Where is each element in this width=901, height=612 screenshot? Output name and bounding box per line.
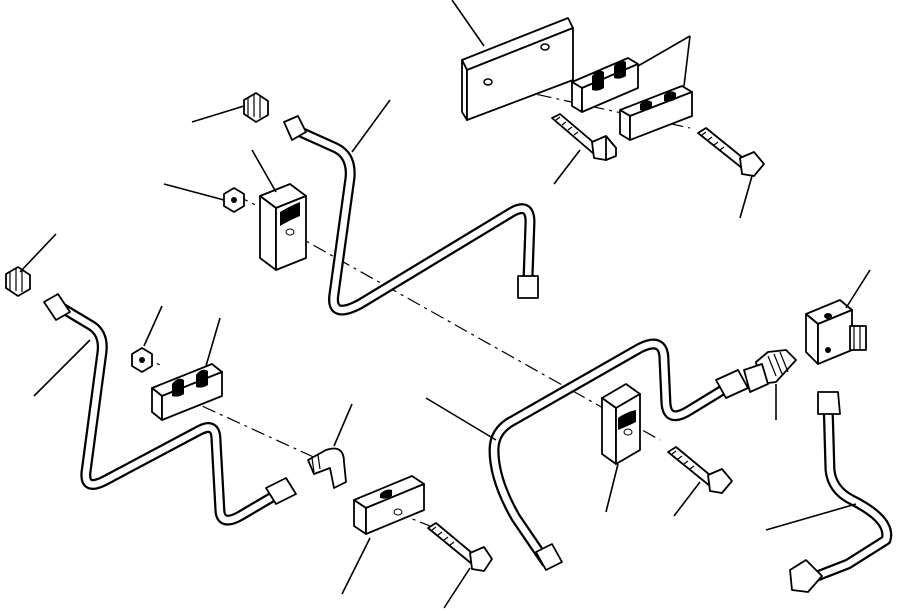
- leader-nut-left: [143, 305, 163, 347]
- leader-clamp-lower: [341, 537, 371, 595]
- plug-upper: [243, 92, 269, 123]
- leader-elbow: [333, 403, 353, 447]
- tube-left: [43, 293, 297, 526]
- bolt-upper-right: [697, 127, 765, 177]
- leader-tube-middle: [425, 397, 497, 441]
- plug-left: [5, 266, 31, 297]
- bolt-upper-mid: [551, 113, 617, 161]
- clamp-half-upper-a: [571, 57, 639, 113]
- leader-tube-left: [33, 339, 91, 397]
- leader-tee: [845, 269, 871, 309]
- connector-fitting: [743, 349, 797, 393]
- leader-clamp-pair-a: [637, 35, 691, 67]
- leader-bolt-lower: [443, 567, 471, 609]
- leader-bolt-upper-mid: [553, 149, 581, 185]
- tube-right: [789, 391, 893, 593]
- tube-upper: [283, 115, 539, 316]
- mounting-plate: [461, 17, 574, 121]
- clamp-upper-left: [259, 183, 307, 271]
- elbow-fitting: [307, 447, 347, 489]
- leader-nut-upper: [163, 183, 225, 201]
- clamp-left: [151, 363, 223, 421]
- leader-lines: [19, 0, 871, 609]
- clamp-lower: [353, 475, 425, 535]
- leader-plug-upper: [191, 105, 245, 123]
- tube-middle: [488, 338, 749, 571]
- nut-left: [131, 347, 153, 373]
- leader-clamp-middle: [605, 463, 619, 513]
- tee-fitting: [805, 299, 867, 365]
- leader-clamp-pair-b: [683, 35, 691, 87]
- bolt-lower: [427, 522, 493, 572]
- bolt-middle: [667, 446, 733, 494]
- leader-bolt-middle: [673, 481, 701, 517]
- leader-tube-right: [765, 503, 857, 531]
- leader-bolt-upper-right: [739, 175, 753, 219]
- nut-upper: [223, 187, 245, 213]
- leader-plate: [451, 0, 485, 47]
- leader-plug-left: [19, 233, 57, 273]
- leader-clamp-left: [205, 317, 221, 367]
- leader-clamp-upper-left: [251, 149, 277, 193]
- leader-tube-upper: [351, 99, 391, 153]
- clamp-middle: [601, 383, 641, 465]
- clamp-half-upper-b: [619, 85, 693, 141]
